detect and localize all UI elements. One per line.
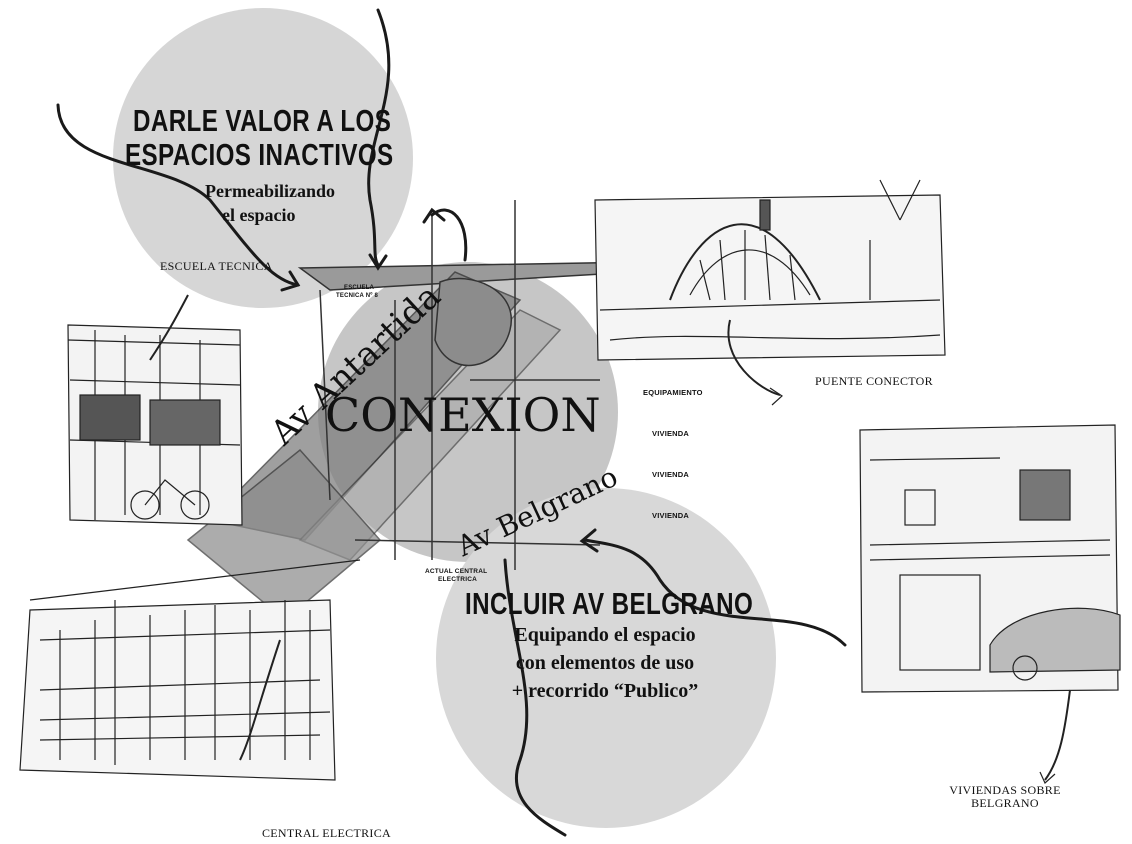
circle-top: [113, 8, 413, 308]
headline-bottom-sub3: + recorrido “Publico”: [511, 680, 699, 702]
map-label-equipamiento: EQUIPAMIENTO: [643, 388, 703, 397]
label-puente-conector: PUENTE CONECTOR: [815, 374, 933, 388]
headline-bottom-title: INCLUIR AV BELGRANO: [465, 586, 754, 621]
map-label-escuela-1: ESCUELA: [344, 285, 375, 291]
label-central-electrica: CENTRAL ELECTRICA: [262, 826, 391, 840]
map-label-escuela-2: TECNICA Nº 8: [336, 293, 379, 299]
label-viviendas-line2: BELGRANO: [971, 796, 1039, 810]
circle-bottom: [436, 488, 776, 828]
central-electrica-sketch: [19, 559, 361, 781]
puente-sketch: [594, 179, 946, 406]
center-label-conexion: CONEXION: [325, 388, 601, 442]
viviendas-sketch: [859, 424, 1121, 784]
headline-top-sub2: el espacio: [222, 205, 296, 225]
map-sketch: [186, 200, 642, 621]
label-escuela-tecnica: ESCUELA TECNICA: [160, 259, 273, 273]
flow-arrows: [56, 8, 847, 837]
headline-top-line1: DARLE VALOR A LOS: [133, 103, 392, 138]
label-viviendas-line1: VIVIENDAS SOBRE: [949, 783, 1061, 797]
map-label-vivienda-1: VIVIENDA: [652, 429, 690, 438]
escuela-sketch: [67, 294, 243, 526]
headline-bottom-sub1: Equipando el espacio: [514, 624, 696, 646]
map-label-actual-1: ACTUAL CENTRAL: [425, 568, 488, 575]
headline-bottom-sub2: con elementos de uso: [515, 652, 695, 674]
map-label-vivienda-3: VIVIENDA: [652, 511, 690, 520]
map-label-vivienda-2: VIVIENDA: [652, 470, 690, 479]
map-label-actual-2: ELECTRICA: [438, 576, 477, 583]
headline-top-sub1: Permeabilizando: [205, 181, 335, 201]
headline-top-line2: ESPACIOS INACTIVOS: [125, 137, 394, 172]
